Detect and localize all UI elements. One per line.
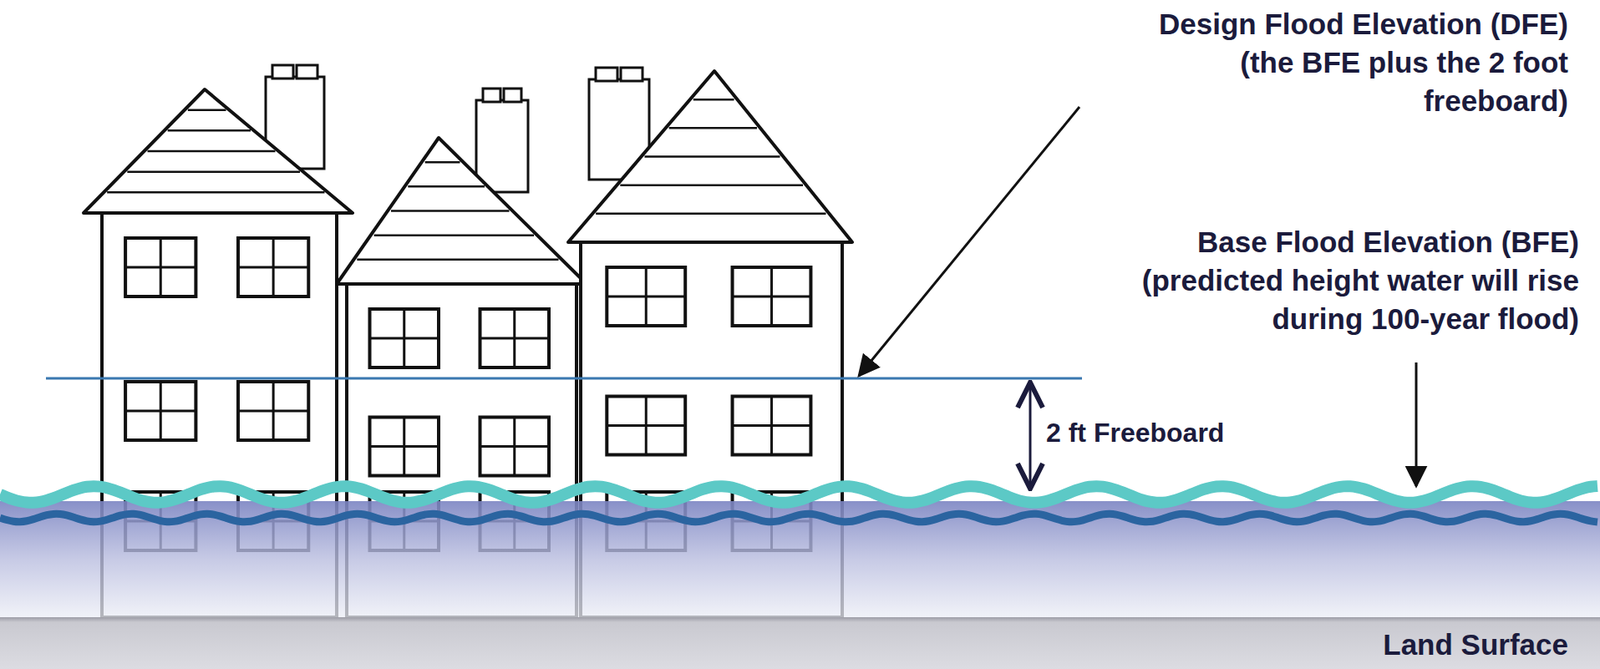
dimension-label: 2 ft Freeboard: [1046, 413, 1225, 453]
land-surface-band: Land Surface: [0, 617, 1600, 669]
leader-arrow: [1415, 362, 1418, 487]
callout-heading: Design Flood Elevation (DFE): [1158, 5, 1569, 44]
dfe-line: [45, 377, 1082, 381]
callout-note: (predicted height water will rise during…: [1123, 261, 1580, 339]
callout-note: (the BFE plus the 2 foot freeboard): [1100, 43, 1569, 121]
leader-arrow: [858, 106, 1080, 376]
freeboard-arrow: [1029, 382, 1032, 489]
callout-heading: Base Flood Elevation (BFE): [1197, 223, 1580, 262]
band-label: Land Surface: [0, 625, 1569, 665]
wave-line: [0, 486, 1598, 503]
flood-water: [0, 501, 1600, 619]
water-waves: [0, 486, 1598, 523]
wave-line: [0, 513, 1598, 523]
